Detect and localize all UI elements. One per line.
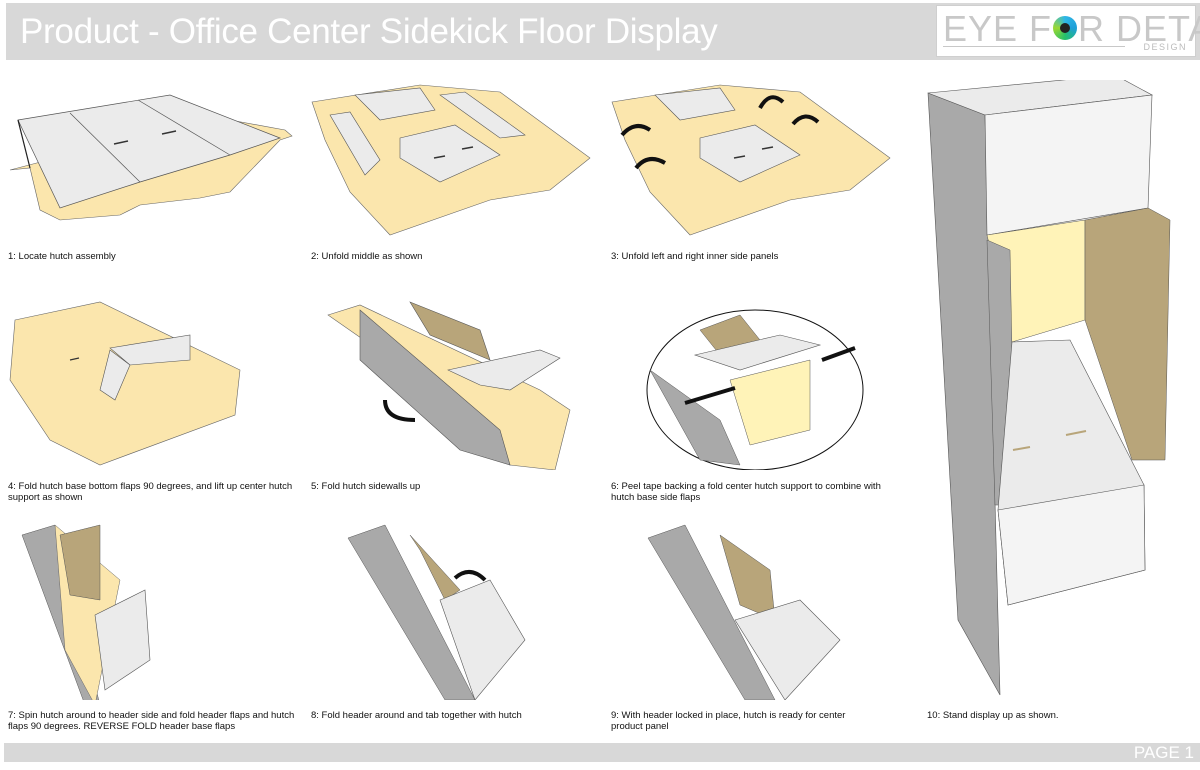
eye-icon — [1053, 16, 1078, 41]
step-8-caption: 8: Fold header around and tab together w… — [311, 710, 522, 721]
step-2-illustration — [300, 80, 600, 240]
arrow-icon — [821, 346, 856, 362]
logo-divider — [943, 46, 1125, 47]
standing-display-drawing — [927, 80, 1171, 696]
arrow-icon — [684, 386, 736, 405]
step-3-illustration — [600, 80, 900, 240]
fold-base-flaps-drawing — [9, 301, 241, 466]
step-5-caption: 5: Fold hutch sidewalls up — [311, 481, 421, 492]
page-number: PAGE 1 — [1133, 743, 1194, 762]
unfold-side-panels-drawing — [611, 84, 891, 236]
page-title: Product - Office Center Sidekick Floor D… — [20, 12, 718, 51]
step-1-caption: 1: Locate hutch assembly — [8, 251, 116, 262]
step-6-caption: 6: Peel tape backing a fold center hutch… — [611, 481, 881, 503]
step-7-illustration — [0, 510, 300, 700]
logo-text-part2: R DETAIL — [1078, 8, 1200, 49]
spin-hutch-drawing — [21, 524, 151, 700]
step-9-caption: 9: With header locked in place, hutch is… — [611, 710, 846, 732]
fold-arrow-icon — [453, 570, 487, 582]
flat-hutch-assembly-drawing — [9, 94, 293, 221]
step-2-caption: 2: Unfold middle as shown — [311, 251, 423, 262]
step-8-illustration — [300, 510, 600, 700]
footer-bar: PAGE 1 — [4, 743, 1200, 762]
peel-tape-detail-drawing — [646, 309, 864, 470]
logo-subtitle: DESIGN — [1143, 42, 1187, 52]
step-10-illustration — [920, 80, 1200, 700]
step-6-illustration — [640, 290, 900, 470]
step-5-illustration — [300, 290, 600, 470]
step-7-caption: 7: Spin hutch around to header side and … — [8, 710, 295, 732]
company-logo: EYE F R DETAIL DESIGN — [936, 5, 1200, 57]
step-4-caption: 4: Fold hutch base bottom flaps 90 degre… — [8, 481, 293, 503]
fold-arrow-icon — [620, 95, 820, 170]
header-locked-drawing — [647, 524, 841, 700]
step-9-illustration — [600, 510, 900, 700]
fold-sidewalls-drawing — [327, 301, 571, 470]
step-10-caption: 10: Stand display up as shown. — [927, 710, 1059, 721]
step-1-illustration — [0, 80, 300, 240]
fold-arrow-icon — [383, 399, 416, 422]
logo-text-part1: EYE F — [943, 8, 1053, 49]
step-4-illustration — [0, 290, 300, 470]
fold-header-drawing — [347, 524, 526, 700]
unfolded-middle-drawing — [311, 84, 591, 236]
step-3-caption: 3: Unfold left and right inner side pane… — [611, 251, 779, 262]
